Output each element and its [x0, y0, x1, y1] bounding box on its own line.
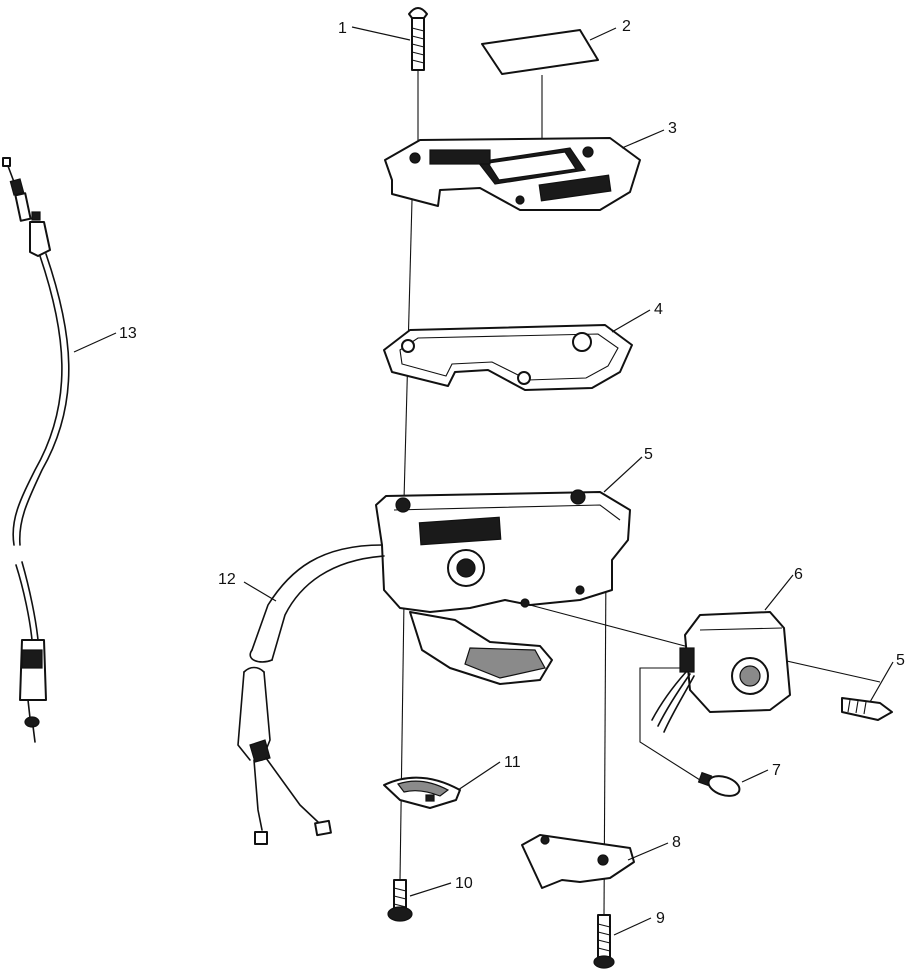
part-3-cover [384, 137, 641, 211]
part-5-side-screw [841, 697, 893, 721]
part-1-screw [408, 7, 428, 71]
part-12-wire-harness [237, 544, 385, 845]
part-4-gasket [383, 324, 633, 391]
part-10-screw [387, 879, 413, 922]
callout-8: 8 [672, 834, 681, 851]
callout-5-screw: 5 [896, 652, 905, 669]
callout-11: 11 [504, 754, 521, 771]
part-7-bulb [697, 771, 741, 797]
callout-3: 3 [668, 120, 677, 137]
callout-10: 10 [455, 875, 473, 892]
leader-lines [73, 26, 894, 936]
callout-4: 4 [654, 301, 663, 318]
part-5-housing [375, 489, 631, 685]
callout-7: 7 [772, 762, 781, 779]
callout-12: 12 [218, 571, 236, 588]
part-8-clamp [521, 834, 635, 889]
part-6-switch-block [651, 611, 791, 733]
assembly-guide-lines [399, 70, 881, 916]
callout-13: 13 [119, 325, 137, 342]
callout-1: 1 [338, 20, 347, 37]
callout-9: 9 [656, 910, 665, 927]
part-11-spring [383, 776, 461, 809]
part-9-screw [593, 914, 615, 969]
callout-6: 6 [794, 566, 803, 583]
callout-labels: 1 2 3 4 5 6 5 7 8 9 10 11 12 13 [119, 18, 905, 927]
callout-5-housing: 5 [644, 446, 653, 463]
callout-2: 2 [622, 18, 631, 35]
part-13-throttle-cable [2, 157, 70, 743]
part-2-decal [481, 29, 599, 75]
